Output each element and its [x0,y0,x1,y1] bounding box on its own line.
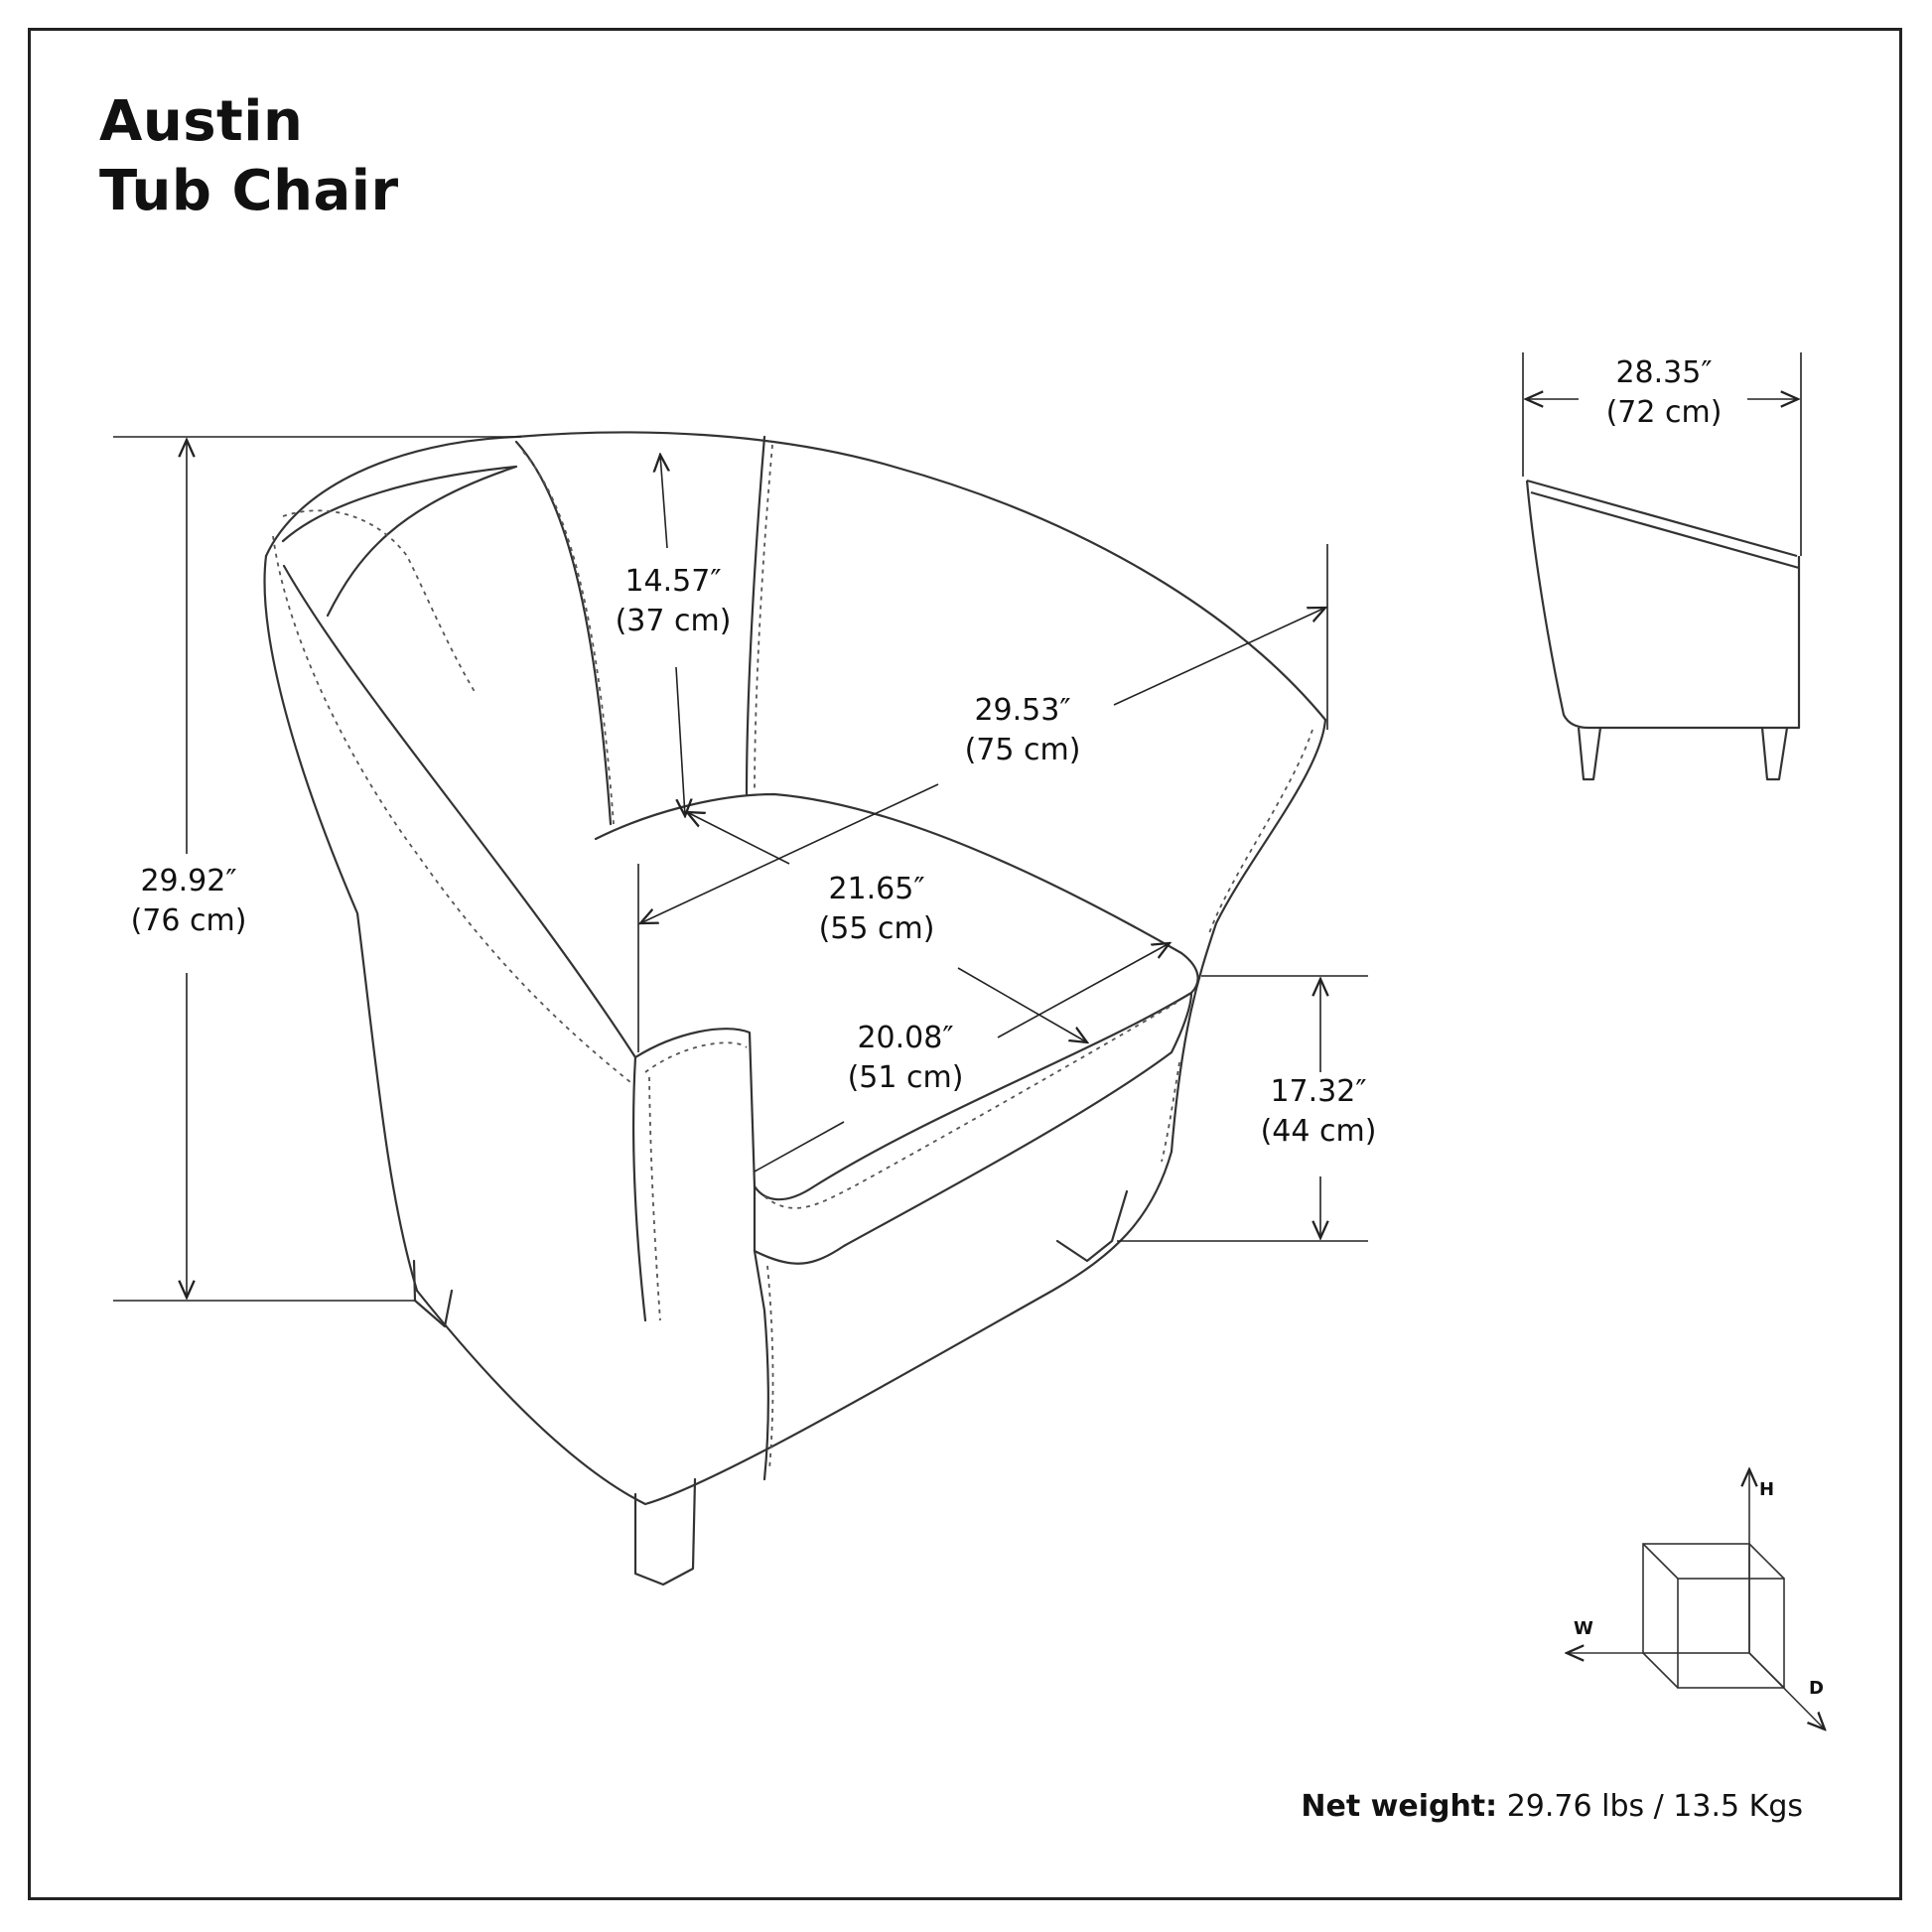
seat-width-cm: (55 cm) [818,911,935,946]
overall-height-cm: (76 cm) [130,903,247,938]
overall-height-inches: 29.92″ [140,864,237,898]
axis-depth-label: D [1809,1678,1824,1699]
overall-depth-cm: (72 cm) [1605,395,1723,430]
net-weight-value: 29.76 lbs / 13.5 Kgs [1506,1789,1803,1824]
overall-height-label: 29.92″ (76 cm) [131,862,247,941]
seat-depth-inches: 20.08″ [857,1021,954,1055]
axis-cube-icon [1567,1469,1825,1729]
overall-depth-label: 28.35″ (72 cm) [1606,353,1723,433]
back-height-cm: (37 cm) [615,604,732,638]
net-weight: Net weight: 29.76 lbs / 13.5 Kgs [1301,1789,1803,1824]
overall-width-cm: (75 cm) [964,733,1081,767]
side-view [1525,479,1801,781]
seat-height-cm: (44 cm) [1260,1114,1377,1149]
axis-height-label: H [1759,1479,1775,1500]
overall-width-inches: 29.53″ [974,693,1071,728]
seat-height-inches: 17.32″ [1270,1074,1367,1109]
net-weight-label: Net weight: [1301,1789,1498,1824]
back-height-label: 14.57″ (37 cm) [616,562,732,641]
axis-width-label: W [1574,1618,1593,1639]
product-title: Austin Tub Chair [99,87,399,226]
seat-depth-label: 20.08″ (51 cm) [848,1019,964,1098]
title-line-2: Tub Chair [99,159,399,223]
overall-depth-inches: 28.35″ [1615,355,1713,390]
seat-width-label: 21.65″ (55 cm) [819,870,935,949]
overall-width-label: 29.53″ (75 cm) [965,691,1081,770]
title-line-1: Austin [99,89,304,154]
stitch-lines [272,444,1313,1470]
back-height-inches: 14.57″ [624,564,722,599]
seat-depth-cm: (51 cm) [847,1060,964,1095]
seat-width-inches: 21.65″ [828,872,925,906]
dimension-lines [113,352,1802,1302]
page-frame [28,28,1902,1900]
seat-height-label: 17.32″ (44 cm) [1261,1072,1377,1152]
